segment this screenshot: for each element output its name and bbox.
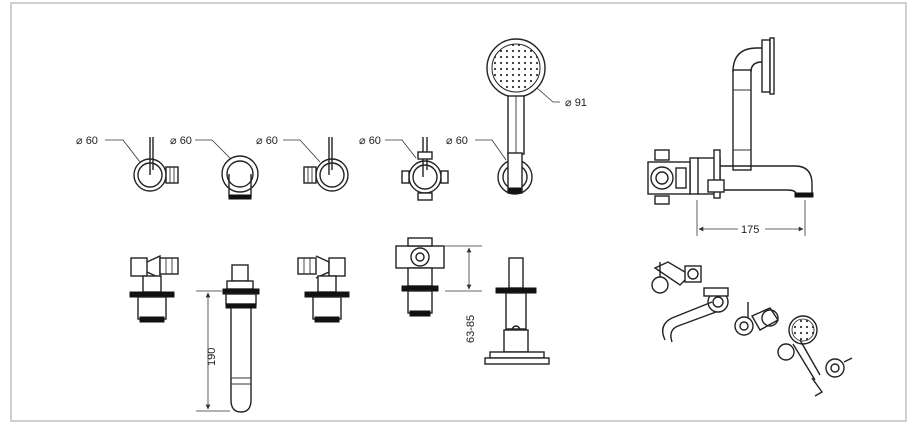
holder-side-view <box>484 257 550 365</box>
label-diameter-2: ⌀ 60 <box>170 135 192 147</box>
spout-side-view <box>196 264 260 413</box>
diverter-side-view <box>395 237 482 317</box>
label-diameter-5: ⌀ 60 <box>446 135 468 147</box>
label-diameter-3: ⌀ 60 <box>256 135 278 147</box>
assembly-side-view <box>647 37 814 236</box>
dimension-projection: 175 <box>741 224 759 236</box>
valve-side-view-2 <box>297 255 350 323</box>
valve-front-view-2 <box>283 137 349 192</box>
spout-front-view <box>195 139 259 200</box>
label-diameter-4: ⌀ 60 <box>359 135 381 147</box>
diverter-front-view <box>385 137 449 201</box>
label-diameter-handset: ⌀ 91 <box>565 97 587 109</box>
dimension-wall-depth: 63-85 <box>465 315 477 343</box>
isometric-assembly-view <box>651 261 853 397</box>
label-diameter-1: ⌀ 60 <box>76 135 98 147</box>
handshower-front-view <box>475 38 560 195</box>
diagram-frame <box>10 2 907 422</box>
dimension-spout-length: 190 <box>206 348 218 366</box>
valve-front-view-1 <box>105 137 179 192</box>
valve-side-view-1 <box>129 254 179 323</box>
